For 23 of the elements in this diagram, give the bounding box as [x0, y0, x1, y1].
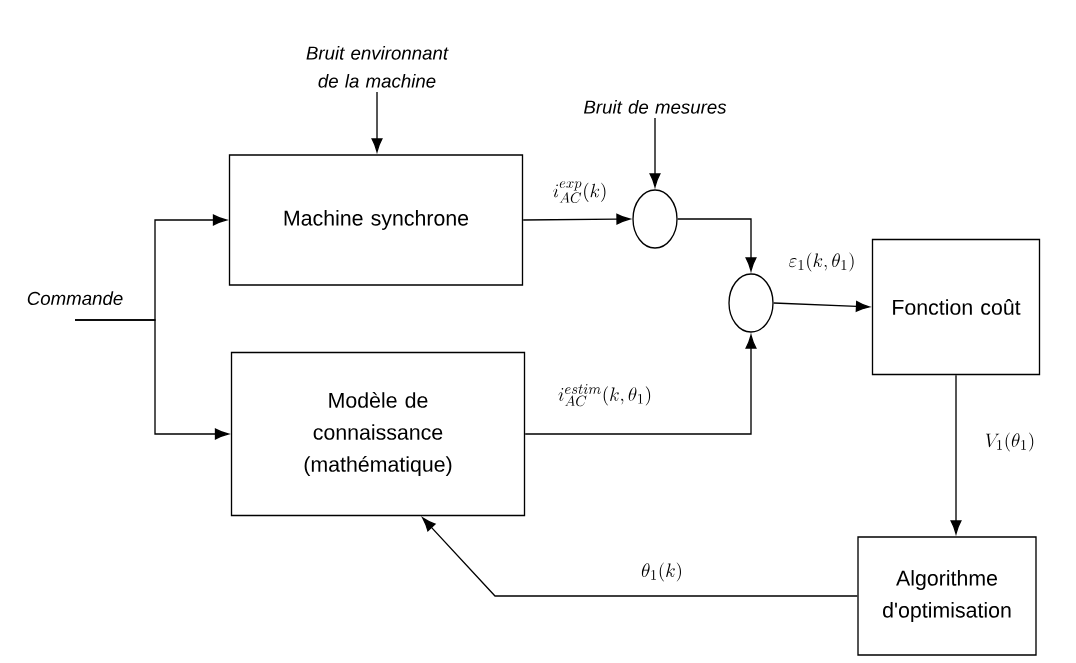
arrow	[74, 319, 229, 440]
summing-junction	[632, 189, 678, 249]
arrow	[677, 218, 757, 272]
process-box: Machine synchrone	[228, 154, 524, 286]
edge-label: $V_1(\theta_1)$	[983, 431, 1037, 453]
noise-label: Bruit environnant de la machine	[306, 46, 449, 88]
edge-label: $i_{AC}^{estim}(k,\theta_1)$	[556, 382, 654, 408]
process-box: Fonction coût	[871, 238, 1041, 376]
arrow	[524, 334, 757, 435]
input-label: Commande	[27, 291, 123, 306]
arrow	[773, 300, 870, 312]
arrow	[522, 213, 631, 225]
arrow	[422, 517, 858, 597]
edge-label: $\theta_1(k)$	[639, 561, 685, 583]
edge-label: $i_{AC}^{exp}(k)$	[551, 180, 609, 204]
process-box: Modèle de connaissance (mathématique)	[230, 351, 526, 517]
process-box: Algorithme d'optimisation	[857, 536, 1037, 656]
arrow	[371, 91, 383, 153]
arrow	[649, 117, 661, 188]
arrow	[950, 374, 962, 535]
edge-label: $\varepsilon_1(k,\theta_1)$	[787, 251, 857, 273]
summing-junction	[728, 273, 774, 333]
noise-label: Bruit de mesures	[584, 100, 727, 114]
